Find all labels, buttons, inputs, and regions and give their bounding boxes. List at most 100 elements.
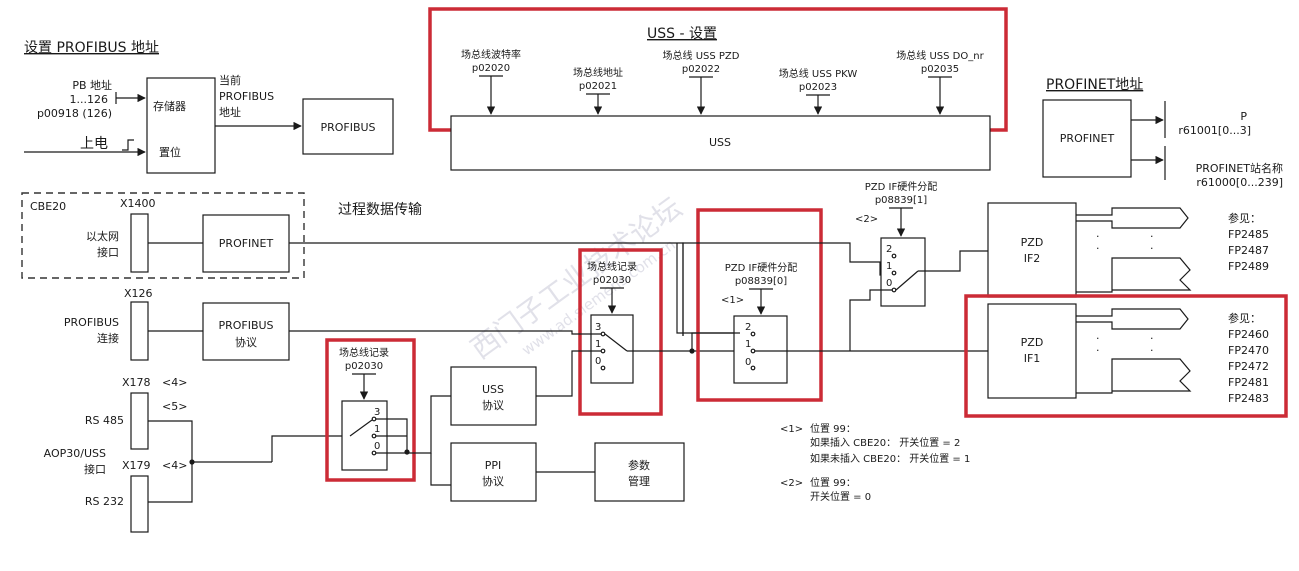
record2-pos3: 3	[595, 322, 601, 333]
note1-title: 位置 99：	[810, 422, 856, 435]
uss-donr-label: 场总线 USS DO_nr	[896, 49, 984, 62]
note2-title: 位置 99：	[810, 476, 856, 489]
pzd-if2-l1: PZD	[1021, 236, 1044, 249]
pb-address-range: 1...126	[70, 93, 108, 106]
pzd-hw-assign-0: PZD IF硬件分配 p08839[0] <1> 2 1 0	[696, 208, 823, 402]
record2-pos0: 0	[595, 356, 601, 367]
x126-label: X126	[124, 287, 153, 300]
pzd-if1-section: PZD IF1 ·· ·· 参见： FP2460 FP2470 FP2472 F…	[964, 294, 1288, 418]
pzd-hw0-pos1: 1	[745, 339, 751, 350]
cbe20-section: CBE20 X1400 以太网 接口 PROFINET	[21, 192, 305, 279]
uss-bar	[450, 115, 991, 171]
profinet-out1-l1: P	[1240, 110, 1247, 123]
profibus-box	[302, 98, 394, 155]
pzd-if1-ref-4: FP2483	[1228, 392, 1269, 405]
pb-address-label: PB 地址	[72, 78, 112, 92]
record1-pos3: 3	[374, 407, 380, 418]
svg-text:·: ·	[1150, 242, 1154, 255]
uss-pkw-label: 场总线 USS PKW	[779, 67, 858, 80]
fieldbus-record-2: 场总线记录 p02030 3 1 0	[289, 248, 663, 416]
note2-a: 开关位置 = 0	[810, 490, 871, 503]
record1-highlight-frame	[325, 338, 416, 482]
x179-tag: <4>	[162, 459, 187, 472]
record1-label: 场总线记录	[339, 346, 389, 359]
ppi-protocol-l2: 协议	[482, 474, 504, 488]
param-mgmt-l2: 管理	[628, 474, 650, 488]
svg-text:·: ·	[1096, 242, 1100, 255]
pzd-if2-ref-0: FP2485	[1228, 228, 1269, 241]
x1400-label: X1400	[120, 197, 156, 210]
pzd-hw0-switch-box	[733, 315, 788, 384]
uss-bar-label: USS	[709, 136, 731, 149]
note1-b: 如果未插入 CBE20： 开关位置 = 1	[810, 452, 970, 465]
uss-protocol-l1: USS	[482, 383, 504, 396]
note2-tag: <2>	[780, 478, 803, 489]
x178-label: X178	[122, 376, 151, 389]
profinet-address-section: PROFINET地址 PROFINET P r61001[0...3] PROF…	[1042, 77, 1283, 189]
current-address-l3: 地址	[219, 105, 241, 119]
pzd-hw0-l1: PZD IF硬件分配	[725, 262, 797, 274]
cbe20-profinet-label: PROFINET	[219, 237, 274, 250]
record1-pos0: 0	[374, 441, 380, 452]
forum-watermark: 西门子工业技术论坛 www.ad.siemens.com.cn	[465, 191, 688, 366]
pzd-hw1-l1: PZD IF硬件分配	[865, 181, 937, 193]
uss-pzd-param: p02022	[682, 64, 720, 75]
profibus-conn-l2: 连接	[97, 332, 119, 345]
power-on-label: 上电	[80, 136, 108, 152]
edge-symbol	[122, 139, 134, 151]
pzd-if2-l2: IF2	[1024, 252, 1041, 265]
baud-rate-label: 场总线波特率	[461, 48, 521, 61]
svg-text:·: ·	[1150, 230, 1154, 243]
ppi-protocol-box	[450, 442, 537, 502]
profibus-conn-l1: PROFIBUS	[64, 316, 119, 329]
pzd-if2-see: 参见：	[1228, 211, 1261, 225]
serial-interfaces-section: X178 <4> <5> RS 485 AOP30/USS 接口 X179 <4…	[44, 376, 342, 533]
svg-text:·: ·	[1096, 332, 1100, 345]
pzd-if1-ref-3: FP2481	[1228, 376, 1269, 389]
record2-switch-box	[590, 314, 634, 384]
record2-param: p02030	[593, 275, 631, 286]
bus-address-label: 场总线地址	[573, 66, 623, 79]
reset-label: 置位	[159, 145, 181, 159]
profibus-address-section: 设置 PROFIBUS 地址 PB 地址 1...126 p00918 (126…	[24, 40, 394, 174]
profinet-out2-l2: r61000[0...239]	[1196, 176, 1283, 189]
pzd-if1-box	[987, 303, 1077, 399]
pzd-if1-l2: IF1	[1024, 352, 1041, 365]
pzd-hw1-pos1: 1	[886, 261, 892, 272]
fieldbus-record-1: 场总线记录 p02030 3 1 0	[325, 338, 451, 486]
record2-pos1: 1	[595, 339, 601, 350]
pzd-if1-ref-2: FP2472	[1228, 360, 1269, 373]
x178-connector	[130, 392, 149, 450]
x178-tag: <4>	[162, 376, 187, 389]
record1-pos1: 1	[374, 424, 380, 435]
bus-address-param: p02021	[579, 81, 617, 92]
pzd-if2-section: PZD IF2 ·· ·· 参见： FP2485 FP2487 FP2489	[987, 202, 1269, 298]
pzd-hw1-pos2: 2	[886, 244, 892, 255]
rs232-label: RS 232	[85, 495, 124, 508]
pzd-hw0-l2: p08839[0]	[735, 276, 787, 287]
note1-tag: <1>	[780, 424, 803, 435]
record1-param: p02030	[345, 361, 383, 372]
process-data-title: 过程数据传输	[338, 202, 422, 218]
profibus-address-title: 设置 PROFIBUS 地址	[24, 40, 159, 56]
x178-tag5: <5>	[162, 400, 187, 413]
profibus-connection-section: X126 PROFIBUS 连接 PROFIBUS 协议	[64, 287, 290, 361]
x1400-connector	[130, 213, 149, 273]
svg-text:·: ·	[1150, 344, 1154, 357]
svg-text:·: ·	[1096, 230, 1100, 243]
record2-highlight-frame	[578, 248, 663, 416]
uss-pkw-param: p02023	[799, 82, 837, 93]
ppi-protocol-l1: PPI	[485, 459, 502, 472]
param-mgmt-box	[594, 442, 685, 502]
footnotes: <1> 位置 99： 如果插入 CBE20： 开关位置 = 2 如果未插入 CB…	[780, 422, 970, 503]
memory-box	[146, 77, 216, 174]
uss-settings-section: USS - 设置 场总线波特率 p02020 场总线地址 p02021 场总线 …	[428, 7, 1008, 171]
cbe20-label: CBE20	[30, 200, 66, 213]
x179-label: X179	[122, 459, 151, 472]
cbe20-profinet-box	[202, 214, 290, 273]
pzd-hw-assign-1: PZD IF硬件分配 p08839[1] <2> 2 1 0	[849, 181, 988, 351]
pzd-hw0-pos2: 2	[745, 322, 751, 333]
profibus-box-label: PROFIBUS	[320, 121, 375, 134]
